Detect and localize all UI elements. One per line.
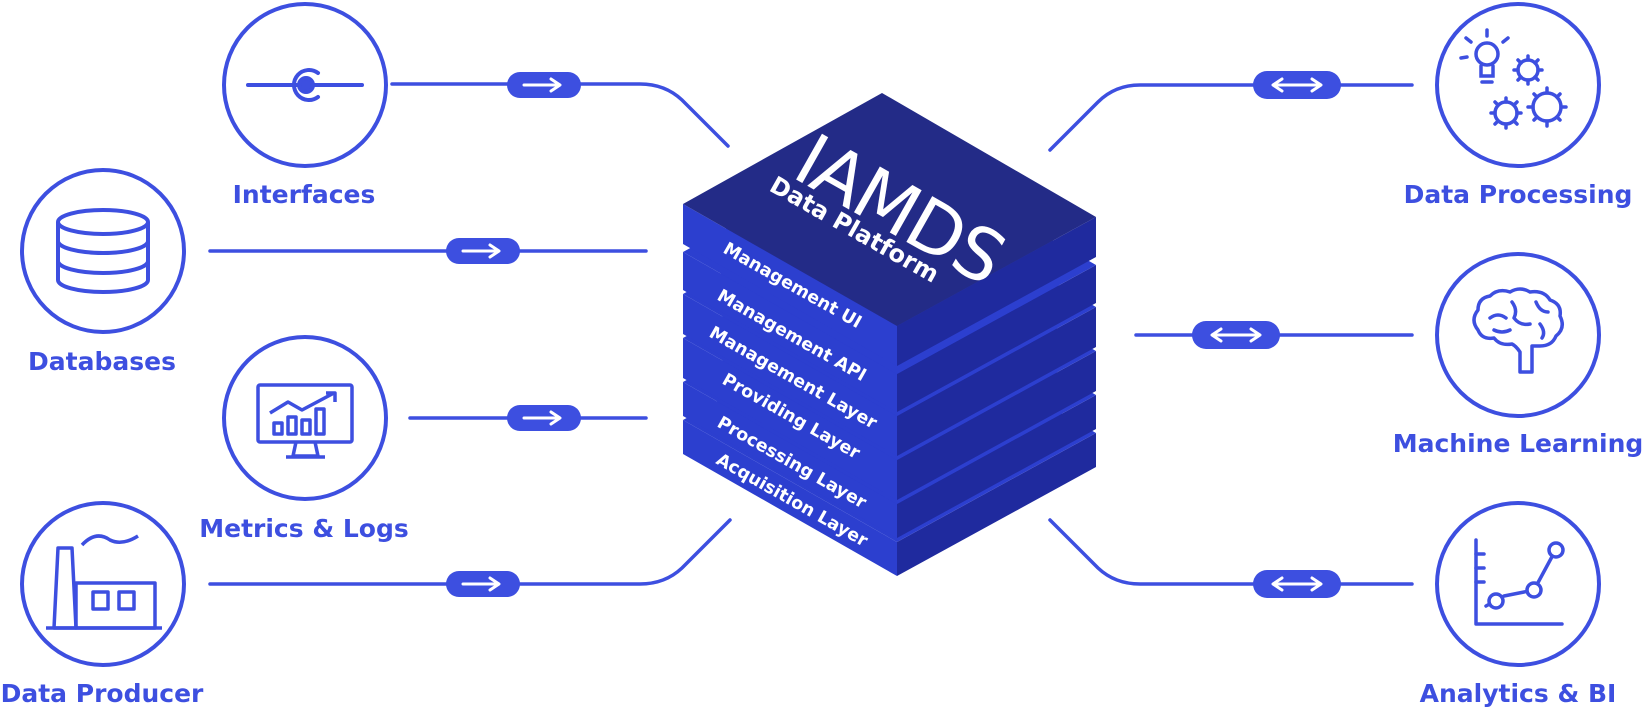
database-icon — [56, 208, 150, 294]
interface-icon — [246, 68, 364, 102]
bidirectional-pill-analytics — [1253, 570, 1341, 598]
node-circle — [1435, 252, 1601, 418]
node-machine-learning: Machine Learning — [1393, 252, 1642, 458]
node-circle — [1435, 2, 1601, 168]
node-analytics-bi: Analytics & BI — [1420, 501, 1617, 708]
connector-data-processing — [1048, 83, 1414, 152]
arrow-pill-interfaces — [507, 72, 581, 98]
platform-stack: IAMDS Data Platform Management UI Manage… — [683, 93, 1096, 576]
node-label-data-processing: Data Processing — [1404, 180, 1633, 209]
connector-interfaces — [390, 82, 730, 148]
connector-analytics — [1048, 518, 1414, 586]
node-circle — [222, 335, 388, 501]
arrow-pill-data-producer — [446, 571, 520, 597]
node-label-data-producer: Data Producer — [1, 679, 204, 708]
node-databases: Databases — [20, 168, 186, 376]
line-chart-icon — [1474, 538, 1565, 626]
bidirectional-pill-data-processing — [1253, 71, 1341, 99]
node-label-metrics-logs: Metrics & Logs — [199, 514, 408, 543]
node-interfaces: Interfaces — [222, 2, 388, 209]
node-label-databases: Databases — [28, 347, 176, 376]
arrow-pill-metrics — [507, 405, 581, 431]
factory-icon — [46, 534, 162, 630]
node-data-producer: Data Producer — [1, 501, 204, 708]
monitor-chart-icon — [256, 383, 354, 459]
node-label-machine-learning: Machine Learning — [1393, 429, 1642, 458]
connector-data-producer — [208, 518, 732, 586]
node-label-interfaces: Interfaces — [233, 180, 376, 209]
node-data-processing: Data Processing — [1404, 2, 1633, 209]
node-label-analytics-bi: Analytics & BI — [1420, 679, 1617, 708]
bidirectional-pill-machine-learning — [1192, 321, 1280, 349]
brain-icon — [1472, 287, 1564, 374]
node-circle — [1435, 501, 1601, 667]
node-metrics-logs: Metrics & Logs — [199, 335, 409, 543]
platform-slab-1 — [683, 93, 1096, 366]
gears-bulb-icon — [1459, 28, 1568, 130]
arrow-pill-databases — [446, 238, 520, 264]
